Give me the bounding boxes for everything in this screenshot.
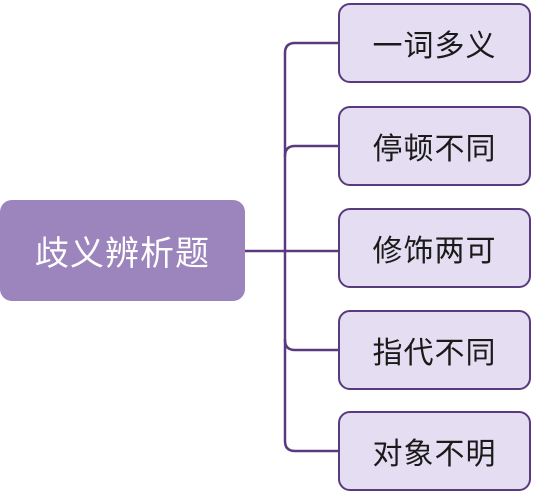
branch-connector-2 <box>283 144 340 158</box>
spine-connector <box>283 41 340 453</box>
child-node-1: 一词多义 <box>338 3 531 83</box>
child-node-label: 修饰两可 <box>372 234 497 269</box>
root-node-label: 歧义辨析题 <box>35 234 210 274</box>
child-node-5: 对象不明 <box>338 411 531 491</box>
child-node-label: 一词多义 <box>372 29 497 64</box>
child-node-label: 指代不同 <box>372 336 497 371</box>
child-node-2: 停顿不同 <box>338 106 531 186</box>
root-node: 歧义辨析题 <box>0 200 245 301</box>
child-node-label: 停顿不同 <box>372 132 497 167</box>
child-node-4: 指代不同 <box>338 310 531 390</box>
branch-connector-4 <box>283 338 340 352</box>
child-node-3: 修饰两可 <box>338 208 531 288</box>
child-node-label: 对象不明 <box>372 437 497 472</box>
